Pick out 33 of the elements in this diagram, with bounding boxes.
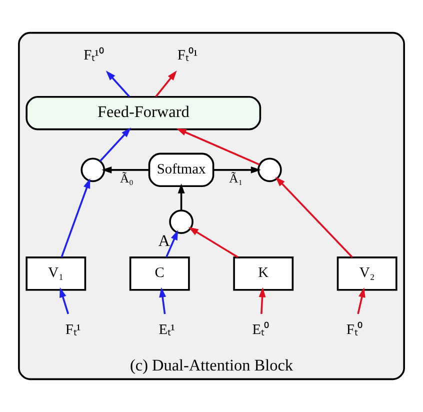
arrow [155,70,177,98]
node-box: Softmax [148,152,214,188]
node-box: V₂ [336,256,398,291]
node-circle [80,158,106,182]
node-label: A [158,232,170,250]
arrow [159,287,166,314]
node-text: Fₜ⁰ [346,322,362,338]
node-box: C [129,256,190,291]
edge-label: Ã₁ [229,172,243,186]
arrow [176,128,260,166]
node-text: Eₜ⁰ [252,322,270,338]
node-circle [169,210,194,234]
node-box: Feed-Forward [26,96,262,130]
node-text: Fₜ⁰¹ [177,48,198,64]
arrow [99,128,131,162]
node-box: V₁ [26,256,86,291]
arrow [166,230,178,258]
arrow [60,178,90,258]
arrow [275,176,353,258]
arrow [258,287,266,314]
arrow [213,166,261,174]
edge-label: Ã₀ [120,172,134,186]
arrow [188,227,238,258]
node-text: Fₜ¹ [65,322,81,338]
arrow [178,183,185,210]
arrow [60,287,70,314]
node-box: K [233,256,294,291]
arrow [106,70,130,98]
arrow [102,166,150,174]
arrow [357,287,366,314]
node-text: Eₜ¹ [158,322,175,338]
node-text: Fₜ¹⁰ [84,48,104,64]
node-circle [258,158,282,182]
